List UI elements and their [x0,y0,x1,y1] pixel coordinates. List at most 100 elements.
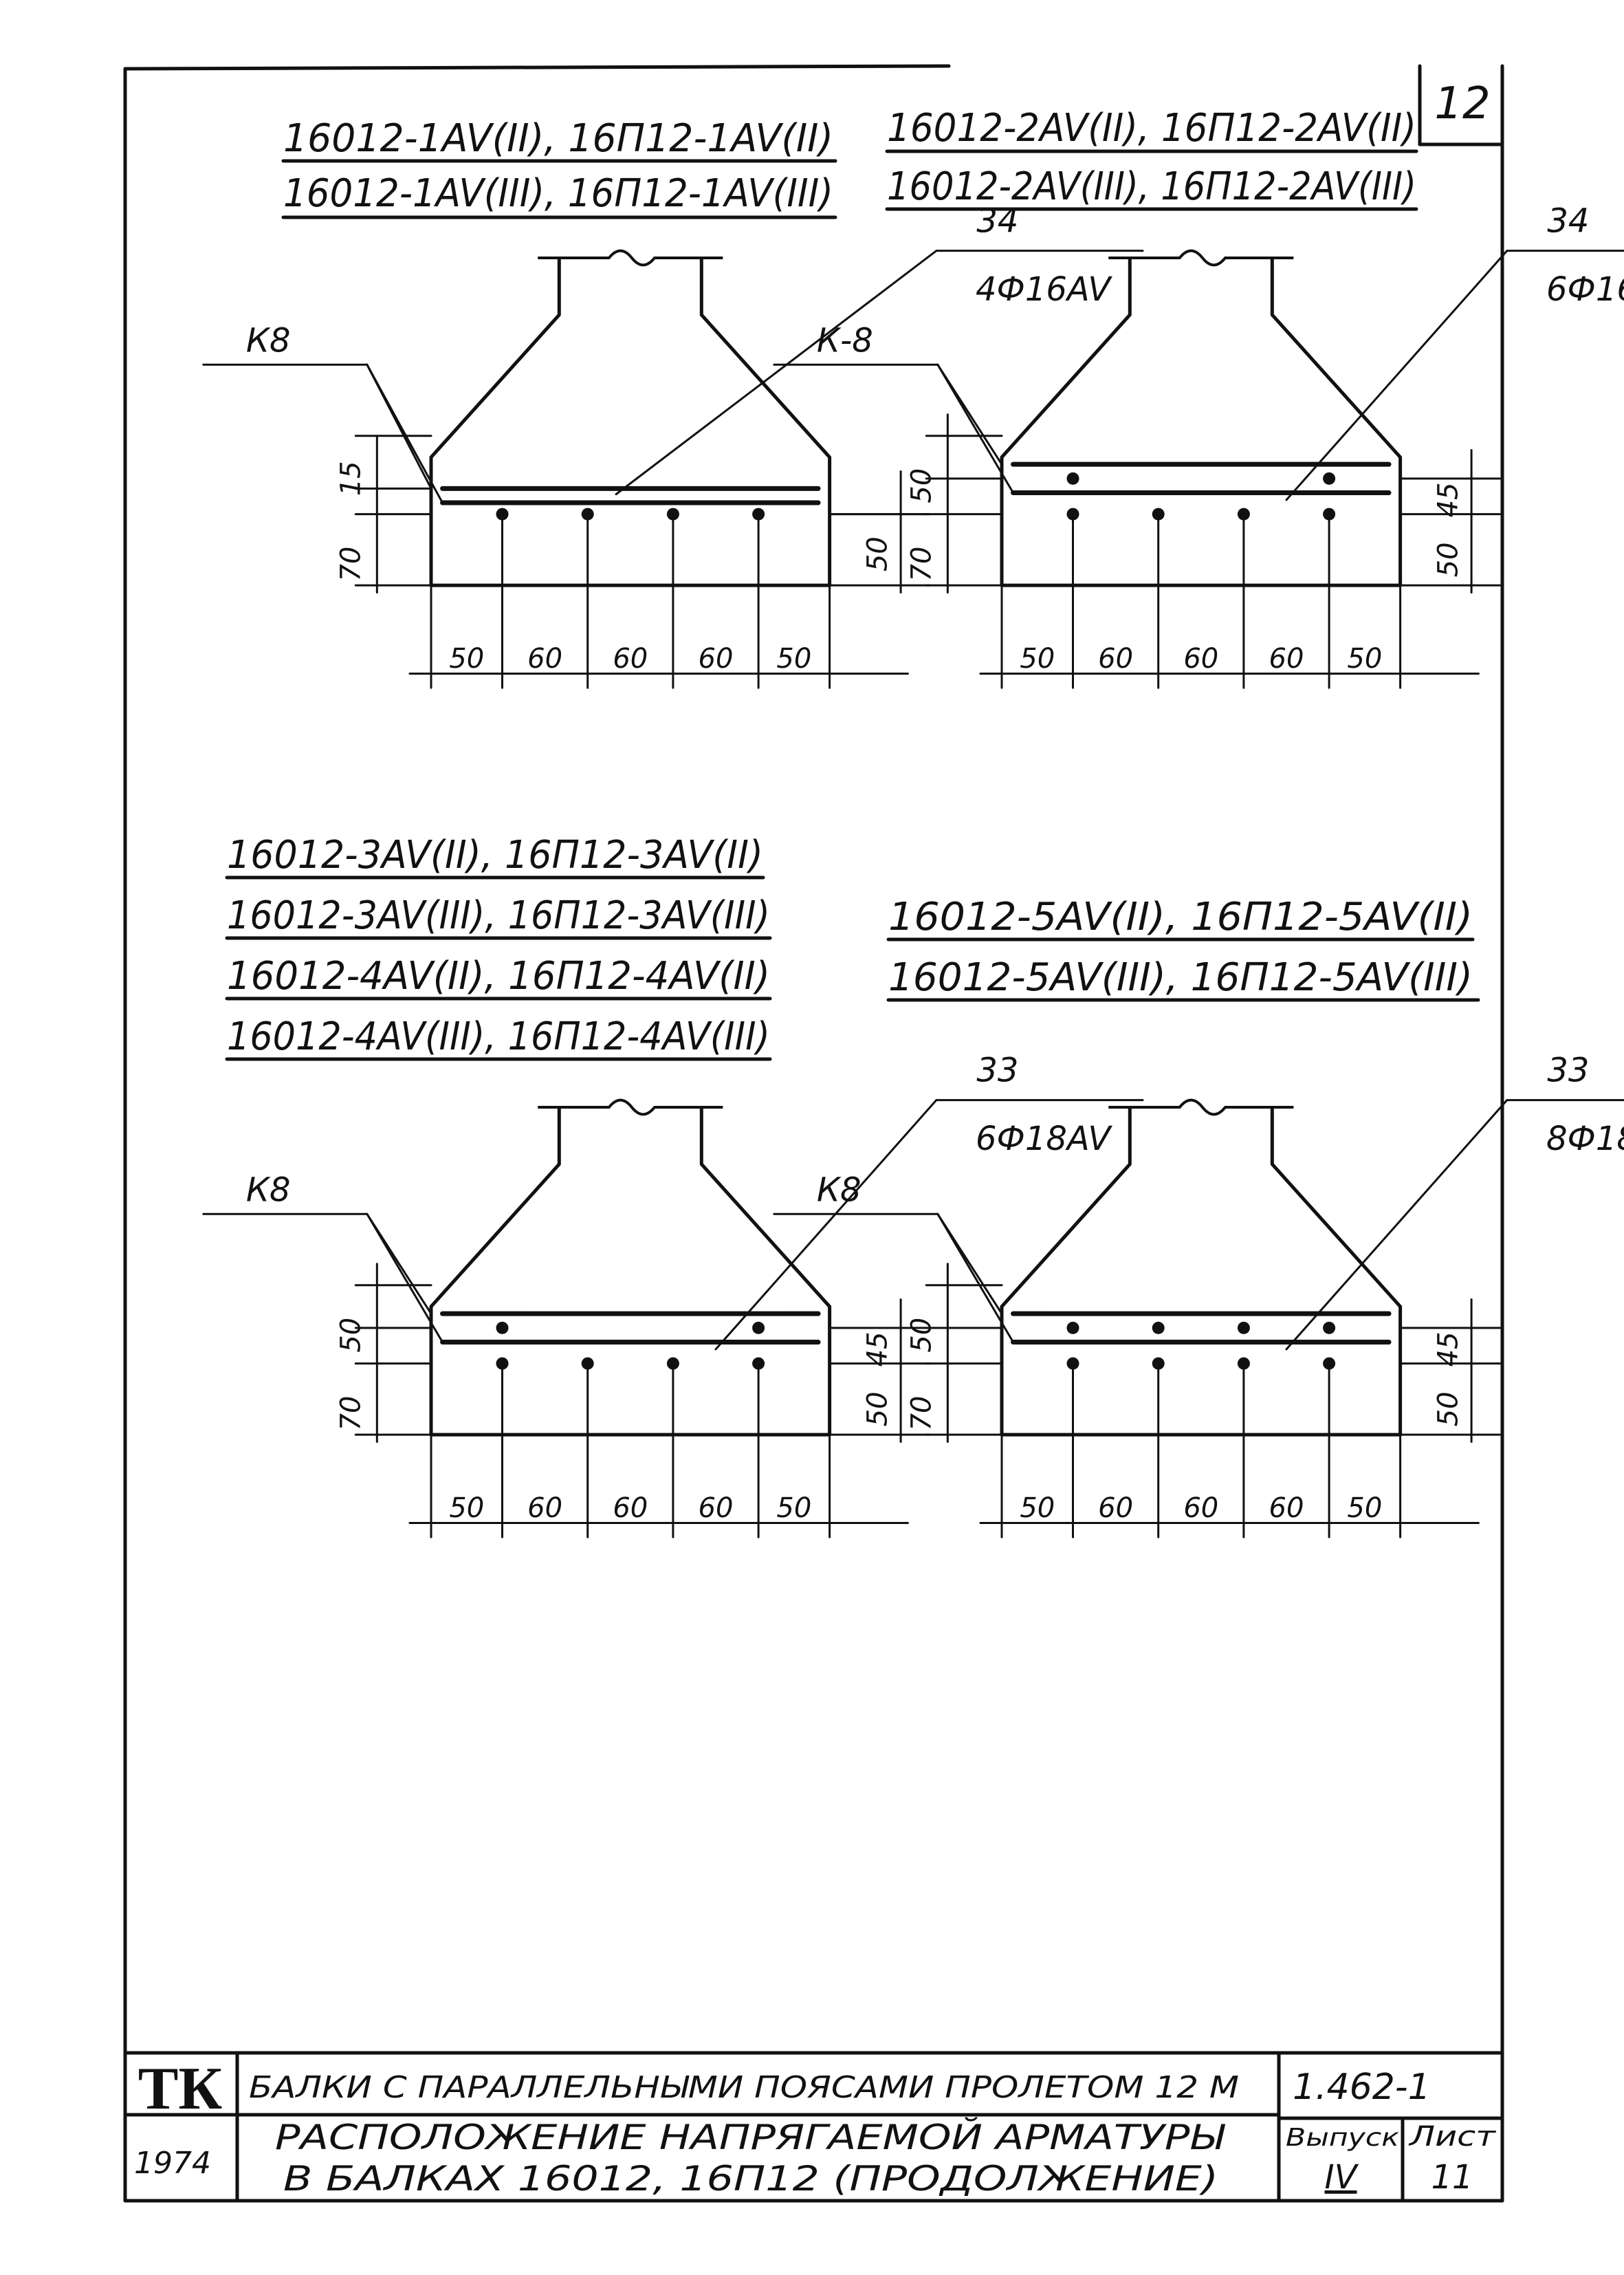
dimension-label-bottom: 60 [1269,1492,1304,1524]
section-outline [1000,258,1403,587]
dimension-label-left: 70 [906,1396,938,1431]
dimension-label-bottom: 50 [1020,643,1055,675]
stirrup-leader [366,363,444,504]
rebar-position-label: 33 [976,1052,1018,1090]
leader-line [615,250,938,496]
cross-section-2: 50 60 60 60 50 70 50 45 50 34 6Ф16AV К-8 [773,202,1624,689]
diagram-4-title-1: 16012-5AV(II), 16П12-5AV(II) [888,895,1473,939]
section-outline [1000,1107,1403,1437]
dimension-label-bottom: 60 [1183,643,1218,675]
title-block: ТК 1974 БАЛКИ С ПАРАЛЛЕЛЬНЫМИ ПОЯСАМИ ПР… [123,2051,1504,2203]
break-line [538,1098,723,1116]
dimension-label-bottom: 60 [527,1492,562,1524]
diagram-4-title-2: 16012-5AV(III), 16П12-5AV(III) [888,955,1473,1000]
rebar-position-label: 33 [1547,1052,1589,1090]
diagram-1-title-1: 16012-1AV(II), 16П12-1AV(II) [283,116,833,161]
sheet-frame [123,64,1504,2203]
leader-line [1285,250,1508,501]
dimension-label-right: 50 [862,1391,893,1426]
series-title: БАЛКИ С ПАРАЛЛЕЛЬНЫМИ ПОЯСАМИ ПРОЛЕТОМ 1… [249,2070,1239,2105]
stirrup-leader [936,363,1015,494]
rebar-top [1152,1321,1165,1334]
rebar-top [752,1321,765,1334]
dimension-label-left: 70 [906,547,938,582]
dimension-label-left: 70 [336,547,367,582]
diagram-3-title-3: 16012-4AV(II), 16П12-4AV(II) [227,954,770,999]
diagram-3-titles: 16012-3AV(II), 16П12-3AV(II) 16012-3AV(I… [225,833,772,1061]
dimension-label-right: 50 [1432,1391,1464,1426]
diagram-3-title-4: 16012-4AV(III), 16П12-4AV(III) [227,1014,770,1059]
rebar-top [1323,472,1336,485]
dimension-label-bottom: 60 [1098,643,1133,675]
dimension-label-bottom: 60 [527,643,562,675]
dimension-label-bottom: 60 [1269,643,1304,675]
dimension-label-right: 50 [1432,542,1464,577]
stirrup-leader [936,1212,1015,1344]
sheet-value: 11 [1431,2158,1473,2197]
leader-line [1285,1099,1508,1351]
stirrup-leader [366,1212,444,1344]
year: 1974 [134,2146,211,2181]
diagram-2-title-2: 16012-2AV(III), 16П12-2AV(III) [887,164,1416,209]
diagram-4-titles: 16012-5AV(II), 16П12-5AV(II) 16012-5AV(I… [886,895,1480,1002]
diagram-1-title-2: 16012-1AV(III), 16П12-1AV(III) [283,171,833,216]
cross-section-3: 50 60 60 60 50 70 50 45 50 33 6Ф18AV К8 [202,1052,1144,1538]
diagram-2-titles: 16012-2AV(II), 16П12-2AV(II) 16012-2AV(I… [885,106,1418,211]
diagram-1-titles: 16012-1AV(II), 16П12-1AV(II) 16012-1AV(I… [281,116,837,219]
dimension-label-bottom: 60 [613,1492,648,1524]
break-line [538,249,723,267]
dimension-label-bottom: 60 [1098,1492,1133,1524]
dimension-label-left: 70 [336,1396,367,1431]
stirrup-label: К8 [246,322,291,360]
rebar-top [1066,472,1079,485]
dimension-label-bottom: 50 [1020,1492,1055,1524]
dimension-label-left: 15 [336,461,367,496]
section-outline [429,1107,832,1437]
sheet-number: 12 [1434,78,1490,129]
dimension-label-bottom: 50 [449,643,484,675]
diagram-3-title-2: 16012-3AV(III), 16П12-3AV(III) [227,893,770,938]
dimension-label-bottom: 60 [1183,1492,1218,1524]
cross-section-4: 50 60 60 60 50 70 50 45 50 33 8Ф18AV К8 [773,1052,1624,1538]
dimension-label-left: 50 [906,1318,938,1353]
issue-value: IV [1325,2158,1359,2197]
break-line [1108,249,1294,267]
drawing-title-line-2: В БАЛКАХ 16012, 16П12 (ПРОДОЛЖЕНИЕ) [283,2159,1218,2199]
sheet-label: Лист [1408,2121,1497,2153]
leader-line [714,1099,938,1351]
rebar-top [496,1321,509,1334]
series-code: 1.462-1 [1293,2067,1431,2108]
rebar-spec-label: 4Ф16AV [976,270,1112,309]
stirrup-label: К8 [817,1171,862,1210]
dimension-label-bottom: 50 [1347,643,1382,675]
dimension-label-left: 50 [906,468,938,503]
diagram-2-title-1: 16012-2AV(II), 16П12-2AV(II) [887,106,1416,151]
tk-logo: ТК [138,2056,223,2122]
issue-label: Выпуск [1286,2124,1399,2152]
dimension-label-bottom: 60 [699,643,734,675]
dimension-label-bottom: 50 [449,1492,484,1524]
dimension-label-bottom: 50 [776,643,811,675]
sheet-number-box: 12 [1418,64,1504,146]
dimension-label-right: 50 [862,536,893,572]
rebar-top [1323,1321,1336,1334]
stirrup-label: К8 [246,1171,291,1210]
dimension-label-right: 45 [1432,1331,1464,1367]
diagram-3-title-1: 16012-3AV(II), 16П12-3AV(II) [227,833,763,878]
rebar-spec-label: 8Ф18AV [1546,1120,1624,1158]
rebar-top [1066,1321,1079,1334]
dimension-label-left: 50 [336,1318,367,1353]
break-line [1108,1098,1294,1116]
drawing-title-line-1: РАСПОЛОЖЕНИЕ НАПРЯГАЕМОЙ АРМАТУРЫ [275,2117,1226,2157]
dimension-label-right: 45 [862,1331,893,1367]
dimension-label-right: 45 [1432,482,1464,517]
rebar-position-label: 34 [1547,202,1589,241]
rebar-position-label: 34 [976,202,1018,241]
dimension-label-bottom: 60 [613,643,648,675]
dimension-label-bottom: 60 [699,1492,734,1524]
rebar-spec-label: 6Ф18AV [976,1120,1112,1158]
stirrup-label: К-8 [817,322,873,360]
rebar-spec-label: 6Ф16AV [1546,270,1624,309]
dimension-label-bottom: 50 [776,1492,811,1524]
